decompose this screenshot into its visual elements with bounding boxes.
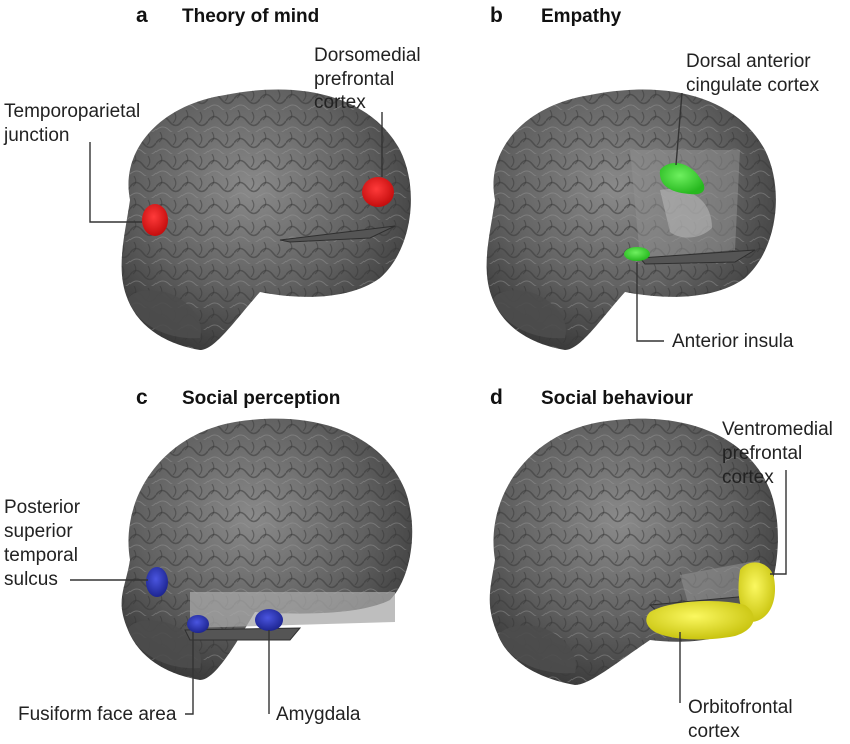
panel-d-letter: d [490, 386, 503, 409]
ofc-label-line1: Orbitofrontal [688, 697, 793, 718]
dacc-label-line1: Dorsal anterior [686, 51, 811, 72]
tpj-label-line2: junction [4, 125, 70, 146]
brain-d [489, 418, 778, 685]
brain-c [121, 418, 413, 680]
vmpfc-label-line1: Ventromedial [722, 419, 833, 440]
dacc-region [659, 163, 705, 195]
vmpfc-label-line3: cortex [722, 467, 774, 488]
panel-d-title: Social behaviour [541, 388, 694, 409]
tpj-label-line1: Temporoparietal [4, 101, 141, 122]
dmpfc-label-line3: cortex [314, 92, 366, 113]
insula-region [624, 247, 650, 261]
psts-label-line4: sulcus [4, 569, 58, 590]
dacc-label-line2: cingulate cortex [686, 75, 820, 96]
psts-label-line3: temporal [4, 545, 78, 566]
dmpfc-label-line2: prefrontal [314, 69, 395, 90]
dmpfc-label-line1: Dorsomedial [314, 45, 421, 66]
dacc-leader-line [675, 92, 683, 166]
ffa-leader-line [185, 632, 194, 715]
ofc-label-line2: cortex [688, 721, 740, 742]
panel-c-title: Social perception [182, 388, 341, 409]
panel-b-title: Empathy [541, 6, 622, 27]
ofc-region [646, 600, 754, 640]
panel-a-letter: a [136, 4, 148, 27]
vmpfc-leader-line [770, 470, 787, 575]
dmpfc-region [362, 177, 394, 207]
brain-b [486, 89, 776, 351]
vmpfc-label-line2: prefrontal [722, 443, 803, 464]
ffa-region [187, 615, 209, 633]
tpj-leader-line [89, 142, 142, 223]
panel-b-letter: b [490, 4, 503, 27]
panel-c-letter: c [136, 386, 148, 409]
tpj-region [142, 204, 168, 236]
insula-leader-line [636, 262, 664, 342]
ffa-label: Fusiform face area [18, 704, 177, 725]
brain-a [121, 89, 411, 351]
panel-a-title: Theory of mind [182, 6, 320, 27]
insula-label: Anterior insula [672, 331, 794, 352]
amygdala-label: Amygdala [276, 704, 361, 725]
psts-label-line2: superior [4, 521, 73, 542]
psts-region [146, 567, 168, 597]
psts-label-line1: Posterior [4, 497, 81, 518]
amygdala-region [255, 609, 283, 631]
